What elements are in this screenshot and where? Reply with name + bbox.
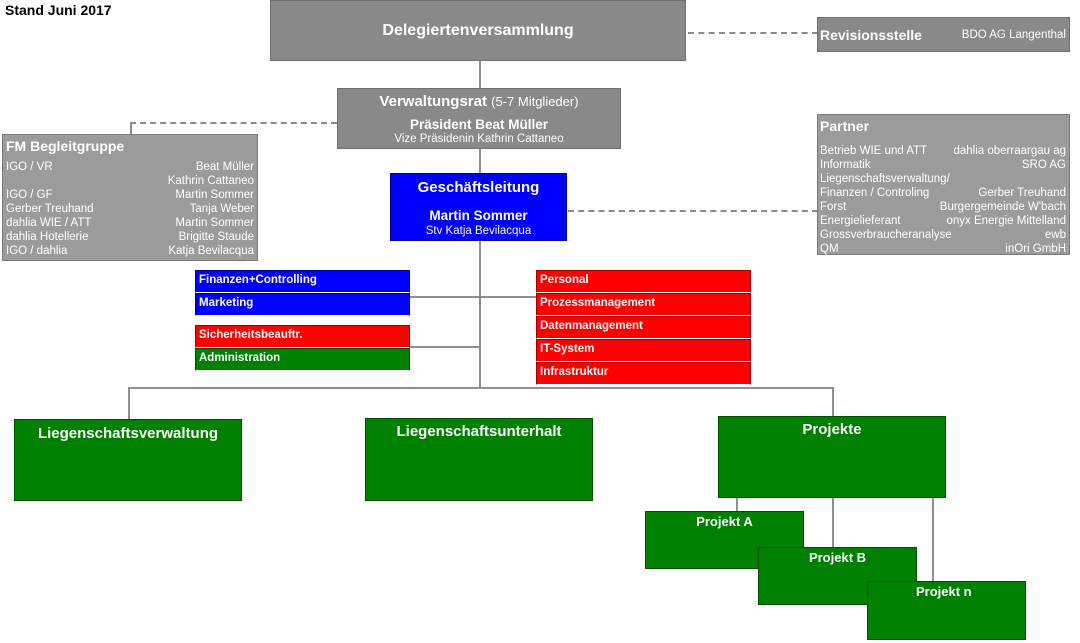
- partners-title: Partner: [820, 118, 870, 134]
- management-head: Martin Sommer: [429, 208, 528, 223]
- division-projects-label: Projekte: [802, 421, 862, 438]
- staff-item-administration[interactable]: Administration: [195, 348, 410, 371]
- audit-title: Revisionsstelle: [820, 26, 922, 43]
- board-president: Präsident Beat Müller: [409, 117, 549, 132]
- staff-item-marketing[interactable]: Marketing: [195, 293, 410, 316]
- connector-division-right: [832, 387, 834, 417]
- dashed-delegates-audit: [688, 32, 818, 34]
- staff-item-finanzen[interactable]: Finanzen+Controlling: [195, 270, 410, 293]
- division-property-maint[interactable]: Liegenschaftsunterhalt: [365, 418, 593, 501]
- audit-box[interactable]: Revisionsstelle BDO AG Langenthal: [817, 17, 1070, 52]
- project-b-label: Projekt B: [808, 550, 867, 565]
- staff-item-datenmanagement[interactable]: Datenmanagement: [536, 316, 751, 339]
- connector-projekt-b: [832, 497, 834, 548]
- division-property-mgmt-label: Liegenschaftsverwaltung: [37, 425, 219, 442]
- staff-item-sicherheit[interactable]: Sicherheitsbeauftr.: [195, 325, 410, 348]
- staff-right: Personal Prozessmanagement Datenmanageme…: [536, 270, 751, 385]
- staff-item-it-system[interactable]: IT-System: [536, 339, 751, 362]
- management-box[interactable]: Geschäftsleitung Martin Sommer Stv Katja…: [390, 173, 567, 241]
- connector-horizontal-divisions: [128, 387, 834, 389]
- board-box[interactable]: Verwaltungsrat (5-7 Mitglieder) Präsiden…: [337, 88, 621, 149]
- dashed-management-partners: [568, 210, 818, 212]
- connector-projekt-n: [932, 497, 934, 582]
- connector-delegates-board: [479, 61, 481, 88]
- delegates-title: Delegiertenversammlung: [382, 21, 574, 39]
- connector-division-left: [128, 387, 130, 420]
- management-title: Geschäftsleitung: [417, 179, 540, 196]
- dashed-fm-group-drop: [130, 122, 132, 134]
- staff-item-infrastruktur[interactable]: Infrastruktur: [536, 362, 751, 385]
- division-projects[interactable]: Projekte: [718, 416, 946, 498]
- audit-value: BDO AG Langenthal: [961, 28, 1066, 41]
- dashed-board-fm-group: [130, 122, 337, 124]
- delegates-box[interactable]: Delegiertenversammlung: [270, 0, 686, 61]
- fm-group-row: Kathrin Cattaneo: [167, 175, 254, 187]
- project-a-label: Projekt A: [696, 514, 753, 529]
- connector-projekt-a: [736, 497, 738, 512]
- division-property-mgmt[interactable]: Liegenschaftsverwaltung: [14, 419, 242, 501]
- staff-left-bottom: Sicherheitsbeauftr. Administration: [195, 325, 410, 371]
- board-members-note: (5-7 Mitglieder): [491, 94, 579, 109]
- connector-staff-left-top: [410, 296, 480, 298]
- staff-item-prozessmanagement[interactable]: Prozessmanagement: [536, 293, 751, 316]
- partners-row: Liegenschaftsverwaltung/: [820, 173, 950, 185]
- management-deputy: Stv Katja Bevilacqua: [425, 225, 532, 237]
- connector-staff-right: [480, 296, 537, 298]
- project-n-label: Projekt n: [916, 584, 972, 599]
- project-n[interactable]: Projekt n: [867, 581, 1026, 640]
- division-property-maint-label: Liegenschaftsunterhalt: [396, 423, 562, 440]
- board-vice: Vize Präsidenin Kathrin Cattaneo: [394, 133, 564, 145]
- connector-board-management: [479, 149, 481, 174]
- staff-left-top: Finanzen+Controlling Marketing: [195, 270, 410, 316]
- fm-group-title: FM Begleitgruppe: [6, 138, 125, 154]
- status-label: Stand Juni 2017: [5, 2, 112, 18]
- board-title: Verwaltungsrat: [379, 93, 487, 110]
- staff-item-personal[interactable]: Personal: [536, 270, 751, 293]
- connector-main-trunk: [479, 241, 481, 389]
